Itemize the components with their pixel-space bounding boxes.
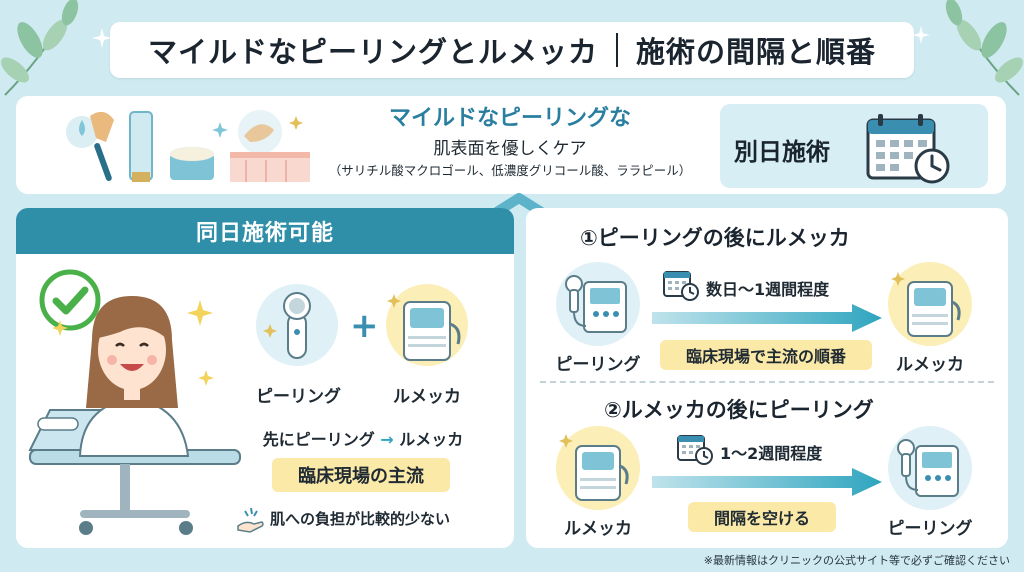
order2-arrow-icon	[652, 468, 882, 496]
page-title: マイルドなピーリングとルメッカ 施術の間隔と順番	[110, 22, 914, 78]
plus-sign: +	[350, 306, 379, 346]
lumecca-device-icon	[559, 434, 629, 501]
same-day-heading: 同日施術可能	[195, 221, 334, 246]
peeling-machine-icon	[565, 275, 627, 333]
sparkle-icon	[92, 28, 112, 48]
same-day-header: 同日施術可能	[16, 208, 514, 254]
intro-subheading: 肌表面を優しくケア	[433, 139, 587, 159]
smiling-woman-illustration-icon	[28, 296, 241, 535]
order2-to-label: ピーリング	[887, 519, 973, 539]
order1-to-label: ルメッカ	[896, 355, 964, 375]
section-divider	[540, 381, 994, 383]
hand-care-icon	[237, 507, 264, 533]
separate-day-label: 別日施術	[734, 138, 830, 166]
clinical-mainstream-badge: 臨床現場の主流	[272, 458, 450, 492]
order1-interval: 数日〜1週間程度	[706, 280, 830, 299]
check-icon	[39, 269, 101, 331]
sparkle-icon	[912, 26, 930, 44]
peeling-machine-icon	[897, 439, 959, 497]
order2-interval: 1〜2週間程度	[720, 444, 823, 463]
order-first: 先にピーリング	[262, 430, 375, 449]
same-day-order: 先にピーリング → ルメッカ	[238, 426, 488, 450]
title-divider	[616, 33, 618, 67]
order1-arrow-icon	[652, 304, 882, 332]
footnote: ※最新情報はクリニックの公式サイト等で必ずご確認ください	[703, 554, 1010, 567]
lumecca-device-icon	[891, 272, 961, 337]
title-right: 施術の間隔と順番	[636, 35, 877, 69]
lumecca-label: ルメッカ	[393, 387, 461, 407]
leaf-decoration-right-icon	[945, 0, 1024, 96]
lumecca-device-icon	[387, 294, 461, 361]
order1-badge: 臨床現場で主流の順番	[660, 340, 872, 370]
leaf-decoration-left-icon	[0, 0, 79, 96]
intro-heading: マイルドなピーリングな	[388, 106, 631, 131]
order2-from-label: ルメッカ	[564, 519, 632, 539]
order2-title: ②ルメッカの後にピーリング	[604, 398, 874, 422]
intro-text: マイルドなピーリングな 肌表面を優しくケア （サリチル酸マクロゴール、低濃度グリ…	[300, 104, 720, 180]
calendar-clock-icon	[677, 435, 713, 465]
calendar-clock-icon	[663, 271, 699, 301]
order-arrow: →	[380, 430, 394, 449]
peeling-device-icon	[263, 292, 311, 359]
order1-title: ①ピーリングの後にルメッカ	[580, 226, 850, 250]
cosmetics-illustration-icon	[66, 110, 310, 182]
intro-ingredients: （サリチル酸マクロゴール、低濃度グリコール酸、ララピール）	[328, 163, 692, 178]
title-left: マイルドなピーリングとルメッカ	[147, 35, 598, 69]
order-second: ルメッカ	[399, 430, 464, 449]
order1-from-label: ピーリング	[555, 355, 641, 375]
order2-badge: 間隔を空ける	[688, 502, 836, 532]
peeling-label: ピーリング	[256, 387, 341, 407]
low-burden-note: 肌への負担が比較的少ない	[270, 510, 451, 528]
calendar-clock-icon	[866, 114, 950, 184]
